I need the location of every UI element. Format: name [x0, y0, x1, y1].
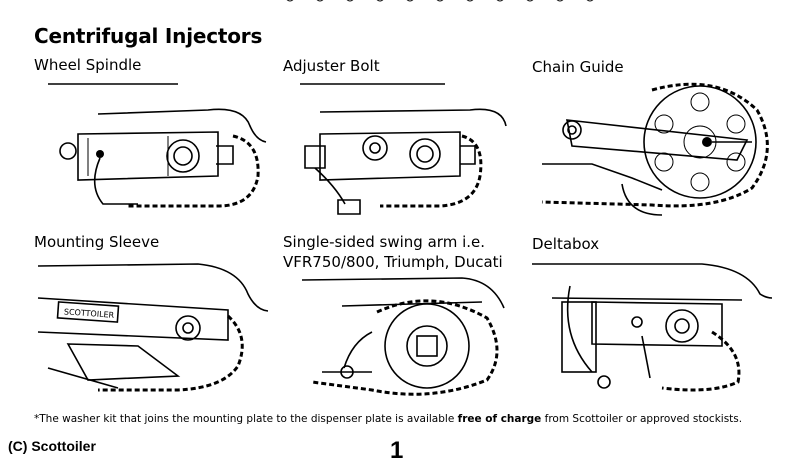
adjuster-bolt-illustration [300, 83, 507, 215]
footnote-bold-text: free of charge [457, 413, 542, 425]
caption-wheel-spindle: Wheel Spindle [34, 56, 142, 74]
sticker-text: SCOTTOILER [64, 307, 115, 320]
deltabox-illustration [532, 263, 773, 392]
top-decoration [286, 0, 594, 2]
single-sided-swing-arm-illustration [301, 277, 505, 396]
caption-deltabox: Deltabox [532, 235, 600, 253]
caption-adjuster-bolt: Adjuster Bolt [283, 57, 380, 75]
footnote-text-end: from Scottoiler or approved stockists. [541, 413, 743, 425]
footnote: *The washer kit that joins the mounting … [34, 413, 742, 425]
page-title: Centrifugal Injectors [34, 24, 263, 48]
caption-single-sided-line2: VFR750/800, Triumph, Ducati [283, 253, 503, 271]
chain-guide-illustration [541, 82, 769, 216]
mounting-sleeve-illustration: SCOTTOILER [37, 263, 269, 392]
page-number: 1 [390, 437, 404, 464]
copyright-notice: (C) Scottoiler [8, 438, 96, 454]
caption-mounting-sleeve: Mounting Sleeve [34, 233, 160, 251]
wheel-spindle-illustration [48, 83, 267, 208]
caption-chain-guide: Chain Guide [532, 58, 624, 76]
caption-single-sided-line1: Single-sided swing arm i.e. [283, 233, 486, 251]
footnote-text-start: *The washer kit that joins the mounting … [34, 413, 458, 425]
